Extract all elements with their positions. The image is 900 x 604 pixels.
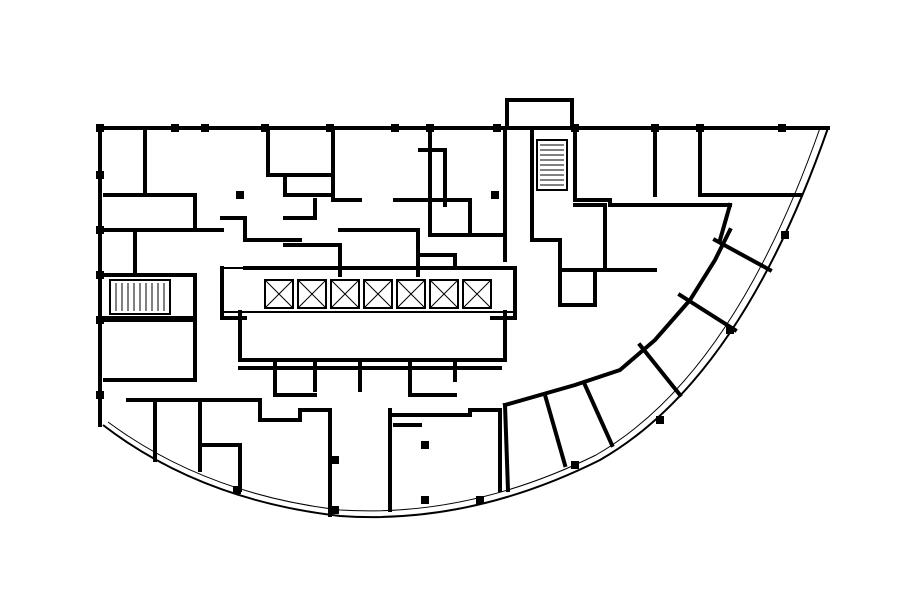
structural-column — [696, 124, 704, 132]
wall-segment — [103, 273, 197, 320]
curved-curtain-wall-outer — [102, 127, 829, 519]
elevator-cross-icon — [396, 279, 426, 309]
structural-column — [96, 124, 104, 132]
structural-column — [261, 124, 269, 132]
wall-segment — [126, 398, 202, 472]
wall-segment — [677, 292, 738, 333]
elevator-shaft — [297, 279, 327, 309]
structural-column — [96, 271, 104, 279]
wall-segment — [198, 443, 242, 492]
wall-segment — [712, 237, 773, 273]
elevator-cross-icon — [264, 279, 294, 309]
stair-outline — [109, 279, 171, 315]
elevator-cross-icon — [330, 279, 360, 309]
wall-segment — [418, 148, 447, 207]
elevator-box — [264, 279, 294, 309]
wall-segment — [573, 203, 607, 252]
elevator-cross-icon — [363, 279, 393, 309]
wall-segment — [558, 268, 597, 307]
structural-column — [236, 191, 244, 199]
elevator-cross-icon — [297, 279, 327, 309]
structural-column — [781, 231, 789, 239]
wall-segment — [103, 318, 197, 382]
structural-column — [651, 124, 659, 132]
wall-segment — [428, 126, 507, 237]
curved-curtain-wall-inner — [107, 127, 821, 512]
structural-column — [233, 486, 241, 494]
structural-column — [96, 391, 104, 399]
wall-segment — [283, 243, 342, 277]
wall-segment — [502, 402, 511, 493]
wall-segment — [273, 358, 317, 397]
roof-shaft — [505, 98, 574, 130]
wall-segment — [266, 126, 287, 197]
interior-walls — [103, 126, 802, 517]
structural-column — [656, 416, 664, 424]
stair-outline — [536, 139, 568, 191]
stairs — [109, 139, 568, 315]
structural-column — [778, 124, 786, 132]
structural-column — [96, 226, 104, 234]
wall-segment — [338, 228, 420, 277]
structural-column — [326, 124, 334, 132]
wall-segment — [582, 382, 615, 448]
structural-column — [391, 124, 399, 132]
wall-segment — [238, 310, 507, 362]
elevator-cross-icon — [429, 279, 459, 309]
elevator-shaft — [462, 279, 492, 309]
wall-segment — [542, 392, 568, 468]
structural-column — [426, 124, 434, 132]
structural-column — [331, 506, 339, 514]
structural-column — [421, 496, 429, 504]
wall-segment — [283, 198, 317, 220]
structural-column — [171, 124, 179, 132]
structural-column — [726, 326, 734, 334]
core-outline — [221, 267, 516, 313]
structural-column — [491, 191, 499, 199]
structural-column — [493, 124, 501, 132]
elevator-shaft — [429, 279, 459, 309]
wall-segment — [416, 253, 457, 270]
stair-west — [109, 279, 171, 315]
elevator-shaft — [330, 279, 360, 309]
structural-column — [571, 461, 579, 469]
wall-segment — [530, 126, 607, 272]
wall-segment — [283, 173, 335, 197]
elevator-box — [396, 279, 426, 309]
elevator-box — [297, 279, 327, 309]
wall-segment — [408, 358, 457, 397]
wall-segment — [698, 126, 802, 197]
elevator-shaft — [264, 279, 294, 309]
columns — [96, 124, 789, 514]
elevator-cross-icon — [462, 279, 492, 309]
wall-segment — [143, 126, 197, 232]
wall-segment — [388, 408, 502, 492]
wall-segment — [502, 227, 733, 408]
elevator-shaft — [363, 279, 393, 309]
structural-column — [96, 316, 104, 324]
wall-segment — [193, 398, 332, 422]
structural-column — [421, 441, 429, 449]
elevator-box — [330, 279, 360, 309]
wall-segment — [717, 202, 733, 243]
wall-segment — [220, 216, 302, 242]
stair-north — [536, 139, 568, 191]
elevator-box — [462, 279, 492, 309]
structural-column — [476, 496, 484, 504]
wall-segment — [637, 342, 683, 398]
structural-column — [96, 171, 104, 179]
elevator-core — [221, 267, 516, 313]
elevator-box — [363, 279, 393, 309]
wall-segment — [573, 126, 732, 207]
elevator-box — [429, 279, 459, 309]
elevator-shaft — [396, 279, 426, 309]
structural-column — [201, 124, 209, 132]
structural-column — [571, 124, 579, 132]
wall-segment — [331, 126, 362, 202]
structural-column — [331, 456, 339, 464]
